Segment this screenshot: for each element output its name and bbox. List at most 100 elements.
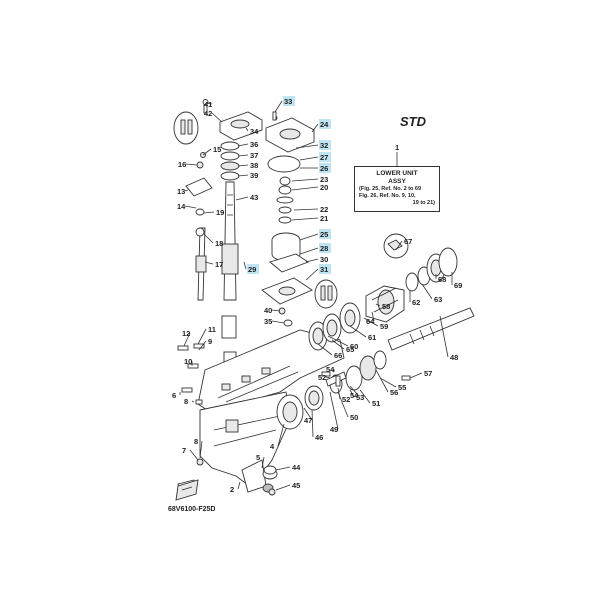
leader-line (299, 156, 319, 161)
leader-line (299, 233, 319, 241)
leader-line (237, 154, 249, 157)
lower-unit-ref-line1: (Fig. 25, Ref. No. 2 to 69 (359, 186, 422, 192)
leader-line (349, 385, 359, 396)
leader-line (331, 339, 345, 350)
part-callout-7: 7 (182, 446, 186, 455)
leader-line (197, 328, 207, 345)
part-callout-9: 9 (208, 337, 212, 346)
lower-unit-assy-box: LOWER UNIT ASSY (Fig. 25, Ref. No. 2 to … (354, 166, 440, 212)
leader-line (274, 100, 283, 113)
part-callout-62: 62 (412, 298, 420, 307)
leader-line (349, 325, 367, 338)
callout-highlight (319, 163, 331, 173)
propeller-shaft-gear-assembly (276, 233, 475, 430)
part-callout-53: 53 (356, 393, 364, 402)
part-callout-13: 13 (177, 187, 185, 196)
part-callout-54: 54 (350, 391, 359, 400)
leader-line (183, 332, 191, 347)
leader-line (375, 369, 389, 393)
leader-line (237, 164, 249, 167)
part-callout-38: 38 (250, 161, 258, 170)
leader-line (203, 211, 215, 214)
leader-line (291, 186, 319, 191)
leader-line (271, 309, 281, 312)
part-callout-67: 67 (404, 237, 412, 246)
leader-line (299, 247, 319, 255)
leader-line (184, 189, 189, 192)
part-callout-10: 10 (184, 357, 192, 366)
part-callout-12: 12 (182, 329, 190, 338)
part-callout-30: 30 (320, 255, 328, 264)
part-callout-51: 51 (372, 399, 380, 408)
part-callout-26: 26 (320, 164, 328, 173)
part-callout-33: 33 (284, 97, 292, 106)
part-callout-55: 55 (398, 383, 406, 392)
part-callout-56: 56 (390, 388, 398, 397)
lower-unit-ref-line3: 19 to 21) (412, 200, 435, 206)
part-callout-34: 34 (250, 127, 259, 136)
leader-line (243, 261, 247, 270)
part-callout-65: 65 (346, 345, 354, 354)
part-callout-46: 46 (315, 433, 323, 442)
leader-line (184, 205, 197, 209)
part-callout-68: 68 (438, 275, 446, 284)
part-callout-43: 43 (250, 193, 258, 202)
part-callout-37: 37 (250, 151, 258, 160)
part-callout-15: 15 (213, 145, 221, 154)
part-callout-60: 60 (350, 342, 358, 351)
leader-line (293, 208, 319, 211)
leader-line (395, 240, 403, 251)
part-callout-23: 23 (320, 175, 328, 184)
leader-line (291, 178, 319, 182)
part-callout-52: 52 (342, 395, 350, 404)
leader-line (191, 400, 195, 403)
callout-highlight (319, 119, 331, 129)
lower-unit-ref-number: 1 (395, 143, 399, 152)
part-callout-31: 31 (320, 265, 328, 274)
leader-line (211, 112, 223, 123)
leader-line (421, 283, 433, 300)
part-callout-28: 28 (320, 244, 328, 253)
part-callout-16: 16 (178, 160, 186, 169)
leader-line (371, 311, 375, 322)
leader-line (261, 456, 265, 469)
lower-unit-ref-line2: Fig. 26, Ref. No. 9, 10, (359, 193, 416, 199)
part-callout-39: 39 (250, 171, 258, 180)
part-callout-2: 2 (230, 485, 234, 494)
fwd-arrow-icon (175, 479, 199, 501)
part-callout-32: 32 (320, 141, 328, 150)
part-callout-8: 8 (194, 437, 198, 446)
part-callout-50: 50 (350, 413, 358, 422)
part-callout-8: 8 (184, 397, 188, 406)
figure-code: 68V6100-F25D (168, 506, 216, 513)
part-callout-40: 40 (264, 306, 272, 315)
part-callout-59: 59 (380, 322, 388, 331)
leader-line (327, 335, 349, 347)
callout-highlight (319, 264, 331, 274)
std-label: STD (400, 114, 426, 129)
part-callout-20: 20 (320, 183, 328, 192)
leader-line (235, 196, 249, 201)
leader-line (275, 484, 291, 491)
drain-bolts (263, 465, 277, 496)
leader-line (237, 481, 241, 490)
leader-line (329, 391, 339, 430)
leader-line (439, 315, 449, 358)
leader-line (237, 174, 249, 177)
leader-line (185, 163, 198, 166)
callout-highlight (247, 264, 259, 274)
leader-line (205, 102, 213, 105)
leader-line (359, 389, 371, 404)
leader-line (325, 376, 331, 379)
callout-highlight (319, 152, 331, 162)
callout-highlight (319, 229, 331, 239)
part-callout-29: 29 (248, 265, 256, 274)
leader-line (245, 127, 249, 132)
leader-line (204, 261, 214, 265)
part-callout-47: 47 (304, 416, 312, 425)
leader-line (295, 144, 319, 149)
leader-line (363, 317, 379, 327)
leader-line (311, 409, 314, 438)
